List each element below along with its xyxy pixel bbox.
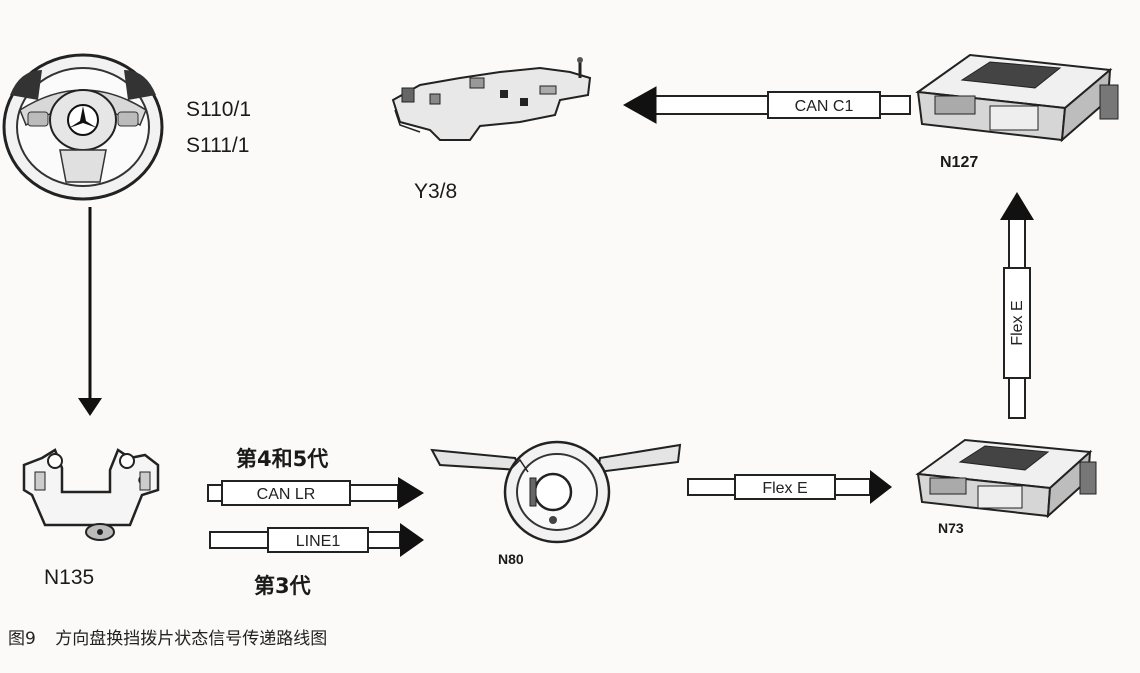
component-label-n73: N73 — [938, 520, 964, 536]
component-label-n127: N127 — [940, 154, 979, 171]
can-c1-connection — [622, 86, 911, 124]
wheel-to-n135-arrowhead — [78, 398, 102, 416]
generation-label-4-5: 第4和5代 — [236, 447, 329, 471]
figure-caption: 图9 方向盘换挡拨片状态信号传递路线图 — [8, 624, 341, 649]
y3-8-module-icon — [391, 57, 592, 141]
line1-connection — [209, 523, 424, 557]
can-lr-connection — [207, 477, 424, 509]
switch-label-s110-1: S110/1 — [186, 98, 251, 121]
flex-e-vertical-connection — [1000, 192, 1034, 419]
figure-number: 图9 — [8, 629, 36, 649]
figure-title: 方向盘换挡拨片状态信号传递路线图 — [55, 629, 328, 649]
n80-module-icon — [430, 440, 682, 544]
component-label-n80: N80 — [498, 551, 524, 567]
flex-e-horizontal-label: Flex E — [762, 480, 807, 497]
steering-wheel-icon — [2, 53, 164, 201]
flex-e-horizontal-connection — [687, 470, 892, 504]
component-label-n135: N135 — [44, 566, 95, 589]
generation-label-3: 第3代 — [254, 574, 311, 598]
can-lr-label: CAN LR — [257, 486, 316, 503]
flex-e-vertical-label: Flex E — [1009, 300, 1026, 345]
n135-module-icon — [22, 448, 160, 541]
component-label-y3-8: Y3/8 — [414, 180, 458, 203]
n73-module-icon — [915, 438, 1097, 519]
line1-label: LINE1 — [296, 533, 341, 550]
n127-module-icon — [915, 53, 1119, 143]
switch-label-s111-1: S111/1 — [186, 134, 250, 157]
can-c1-label: CAN C1 — [795, 98, 854, 115]
